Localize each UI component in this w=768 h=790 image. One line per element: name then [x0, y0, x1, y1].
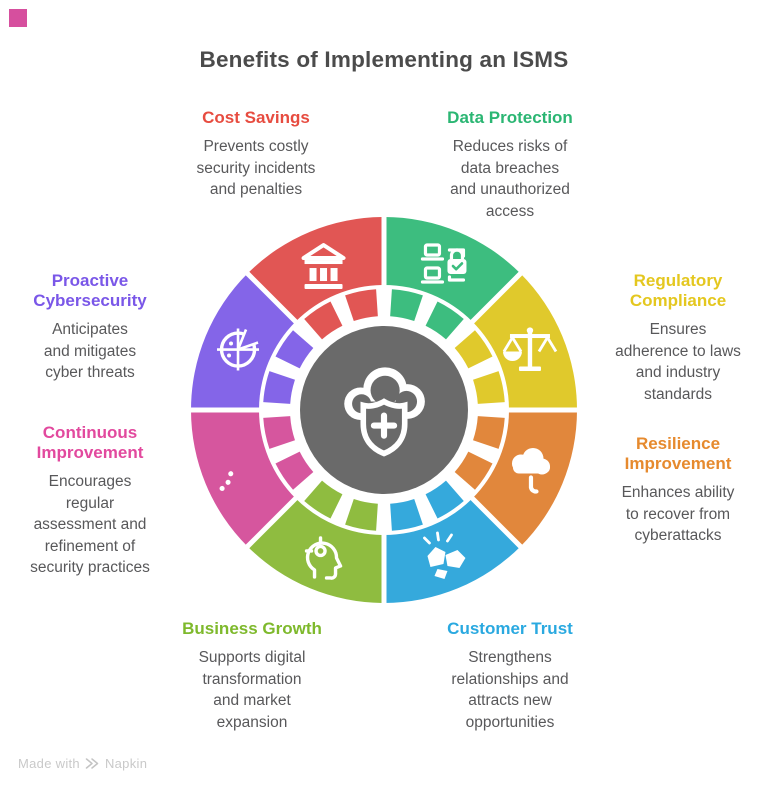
- customer-trust-segment: [384, 498, 521, 603]
- cost-savings-tooth: [345, 289, 378, 321]
- business-growth-description: Supports digital transformation and mark…: [198, 649, 306, 731]
- continuous-improvement-description: Encourages regular assessment and refine…: [30, 473, 150, 576]
- resilience-improvement-tooth: [454, 451, 493, 490]
- customer-trust-label-block: Customer Trust Strengthens relationships…: [404, 619, 616, 733]
- fist-bump-icon: [423, 531, 466, 579]
- cloud-recovery-icon: [511, 447, 550, 494]
- continuous-improvement-tooth: [263, 416, 295, 449]
- cloud-shield-plus-icon: [344, 367, 425, 457]
- proactive-cybersecurity-label-block: Proactive Cybersecurity Anticipates and …: [4, 271, 176, 384]
- regulatory-compliance-tooth: [454, 330, 493, 369]
- dotted-path-icon: [219, 467, 238, 491]
- cost-savings-title: Cost Savings: [202, 108, 310, 127]
- cost-savings-tooth: [304, 301, 343, 340]
- regulatory-compliance-segment: [472, 273, 577, 410]
- regulatory-compliance-title: Regulatory Compliance: [629, 271, 727, 310]
- segment-separator: [468, 494, 523, 549]
- brand-corner-square: [9, 9, 27, 27]
- cost-savings-label-block: Cost Savings Prevents costly security in…: [150, 108, 362, 201]
- customer-trust-tooth: [425, 480, 464, 519]
- segment-separator: [245, 494, 300, 549]
- continuous-improvement-label-block: Continuous Improvement Encourages regula…: [4, 423, 176, 579]
- business-growth-title: Business Growth: [182, 619, 322, 638]
- scales-icon: [502, 327, 558, 372]
- segment-separator: [468, 271, 523, 326]
- data-protection-title: Data Protection: [447, 108, 573, 127]
- data-protection-label-block: Data Protection Reduces risks of data br…: [404, 108, 616, 222]
- resilience-improvement-title: Resilience Improvement: [624, 434, 732, 473]
- data-protection-tooth: [390, 289, 423, 321]
- resilience-improvement-description: Enhances ability to recover from cyberat…: [621, 484, 735, 544]
- continuous-improvement-title: Continuous Improvement: [36, 423, 144, 462]
- bank-icon: [301, 243, 346, 290]
- diagram-title: Benefits of Implementing an ISMS: [199, 47, 569, 72]
- business-growth-tooth: [345, 499, 378, 531]
- regulatory-compliance-description: Ensures adherence to laws and industry s…: [615, 321, 741, 403]
- continuous-improvement-tooth: [275, 451, 314, 490]
- head-gears-icon: [304, 536, 343, 580]
- segment-separator: [245, 271, 300, 326]
- regulatory-compliance-label-block: Regulatory Compliance Ensures adherence …: [592, 271, 764, 405]
- customer-trust-description: Strengthens relationships and attracts n…: [451, 649, 569, 731]
- data-protection-tooth: [425, 301, 464, 340]
- made-with-text: Made with: [18, 756, 80, 771]
- napkin-text: Napkin: [104, 756, 148, 771]
- business-growth-label-block: Business Growth Supports digital transfo…: [146, 619, 358, 733]
- proactive-cybersecurity-tooth: [263, 371, 295, 404]
- made-with-napkin-link[interactable]: Made with Napkin: [18, 756, 147, 771]
- proactive-cybersecurity-description: Anticipates and mitigates cyber threats: [43, 321, 137, 381]
- radar-icon: [217, 328, 260, 371]
- continuous-improvement-segment: [191, 410, 296, 547]
- business-growth-tooth: [304, 480, 343, 519]
- cost-savings-description: Prevents costly security incidents and p…: [196, 138, 316, 198]
- proactive-cybersecurity-title: Proactive Cybersecurity: [33, 271, 147, 310]
- resilience-improvement-segment: [472, 410, 577, 547]
- napkin-logo-icon: [85, 758, 99, 769]
- devices-lock-icon: [420, 243, 467, 284]
- resilience-improvement-tooth: [473, 416, 505, 449]
- regulatory-compliance-tooth: [473, 371, 505, 404]
- proactive-cybersecurity-tooth: [275, 330, 314, 369]
- resilience-improvement-label-block: Resilience Improvement Enhances ability …: [592, 434, 764, 547]
- data-protection-description: Reduces risks of data breaches and unaut…: [450, 138, 570, 220]
- customer-trust-title: Customer Trust: [447, 619, 573, 638]
- customer-trust-tooth: [390, 499, 423, 531]
